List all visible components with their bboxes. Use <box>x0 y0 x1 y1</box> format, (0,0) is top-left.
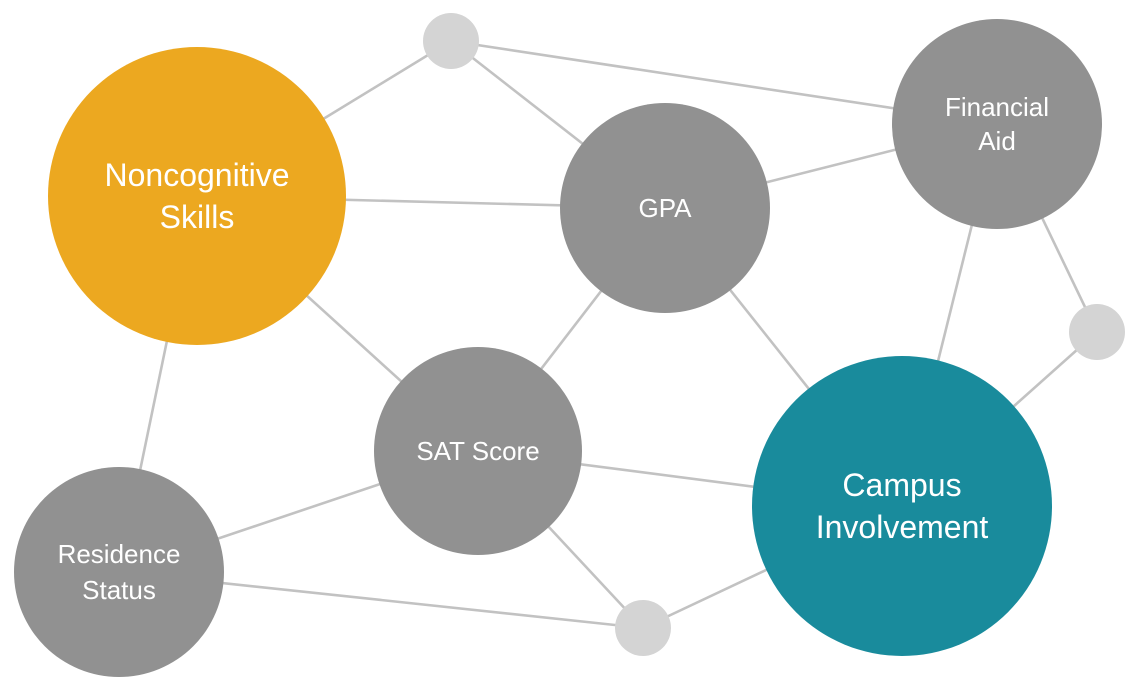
node-circle-noncognitive-skills <box>48 47 346 345</box>
node-sat-score: SAT Score <box>374 347 582 555</box>
node-connector-bottom <box>615 600 671 656</box>
node-label-financial-aid-line-1: Financial <box>945 92 1049 122</box>
node-circle-connector-bottom <box>615 600 671 656</box>
node-circle-connector-top <box>423 13 479 69</box>
node-label-noncognitive-skills-line-1: Noncognitive <box>105 157 290 193</box>
node-circle-connector-right <box>1069 304 1125 360</box>
node-circle-sat-score <box>374 347 582 555</box>
node-circle-residence-status <box>14 467 224 677</box>
node-circle-gpa <box>560 103 770 313</box>
node-label-gpa-line-1: GPA <box>639 193 693 223</box>
node-circle-financial-aid <box>892 19 1102 229</box>
node-connector-right <box>1069 304 1125 360</box>
node-gpa: GPA <box>560 103 770 313</box>
node-label-financial-aid-line-2: Aid <box>978 126 1016 156</box>
node-circle-campus-involvement <box>752 356 1052 656</box>
node-label-residence-status-line-1: Residence <box>58 539 181 569</box>
node-label-campus-involvement-line-1: Campus <box>842 467 961 503</box>
node-label-campus-involvement-line-2: Involvement <box>816 509 989 545</box>
node-label-sat-score-line-1: SAT Score <box>416 436 539 466</box>
node-label-noncognitive-skills-line-2: Skills <box>160 199 235 235</box>
node-label-residence-status-line-2: Status <box>82 575 156 605</box>
node-connector-top <box>423 13 479 69</box>
